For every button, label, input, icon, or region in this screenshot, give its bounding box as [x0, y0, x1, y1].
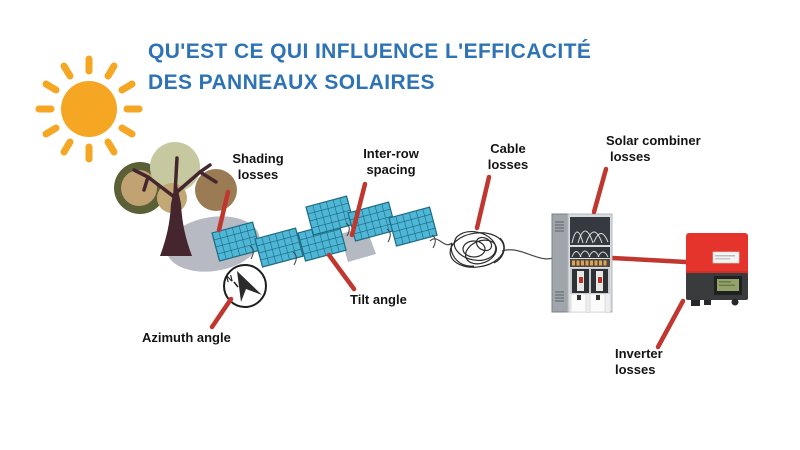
pointer-line-cable	[474, 174, 492, 231]
red-connection-line	[609, 255, 689, 265]
pointer-line-tilt	[326, 252, 357, 292]
label-cable-losses: Cable losses	[487, 141, 529, 172]
solar-panel	[388, 206, 438, 247]
title-line-1: QU'EST CE QUI INFLUENCE L'EFFICACITÉ	[148, 40, 592, 63]
compass-icon: N	[223, 264, 267, 308]
label-tilt-angle: Tilt angle	[350, 292, 407, 307]
pointer-line-azimuth	[209, 296, 234, 330]
label-azimuth-angle: Azimuth angle	[142, 330, 231, 345]
pointer-line-inverter	[655, 298, 686, 350]
label-solar-combiner-losses: Solar combiner losses	[606, 133, 701, 164]
solar-panel-array	[211, 195, 438, 268]
pointer-line-shading	[216, 189, 231, 233]
panel-gap-marks	[249, 222, 436, 266]
sun-icon	[35, 55, 143, 163]
page-title: QU'EST CE QUI INFLUENCE L'EFFICACITÉ DES…	[148, 36, 591, 98]
label-inter-row-spacing: Inter-row spacing	[363, 146, 419, 177]
pointer-line-combiner	[591, 166, 609, 215]
label-inverter-losses: Inverter losses	[615, 346, 663, 377]
cable-coil-icon	[449, 231, 505, 268]
solar-panel	[305, 195, 355, 236]
tree-icon	[114, 142, 237, 256]
label-shading-losses: Shading losses	[232, 151, 284, 182]
title-line-2: DES PANNEAUX SOLAIRES	[148, 71, 435, 94]
combiner-box-icon	[551, 213, 613, 313]
pointer-line-inter-row	[349, 181, 368, 238]
compass-north-label: N	[225, 273, 234, 284]
inverter-icon	[686, 233, 748, 306]
dc-wire	[429, 238, 554, 260]
